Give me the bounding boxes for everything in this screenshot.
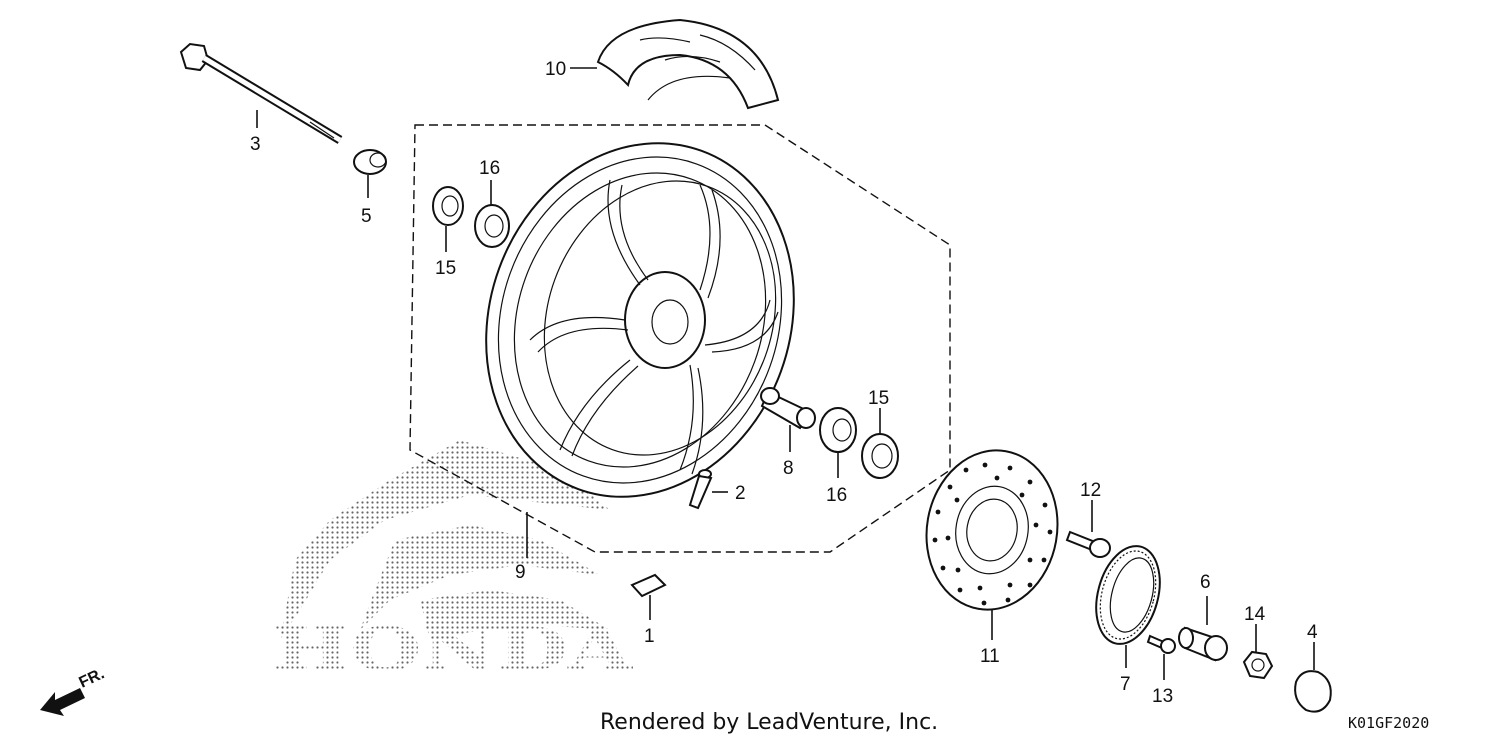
honda-wing-watermark xyxy=(280,440,610,640)
callout-12: 12 xyxy=(1080,480,1101,501)
collar[interactable] xyxy=(353,149,387,175)
valve-stem[interactable] xyxy=(688,469,713,510)
callout-11: 11 xyxy=(980,646,1000,667)
honda-watermark-text: HONDA xyxy=(272,615,634,685)
pulser-screw[interactable] xyxy=(1146,634,1176,654)
bearing-lower-15[interactable] xyxy=(861,433,899,479)
callout-5: 5 xyxy=(361,206,372,227)
bearing-lower-16[interactable] xyxy=(819,407,857,453)
callout-16-upper: 16 xyxy=(479,158,500,179)
distance-collar[interactable] xyxy=(760,387,816,430)
callout-3: 3 xyxy=(250,134,261,155)
callout-14: 14 xyxy=(1244,604,1266,625)
credit-text: Rendered by LeadVenture, Inc. xyxy=(600,710,939,735)
front-direction-arrow-icon xyxy=(40,688,85,716)
assembly-outline xyxy=(409,124,951,553)
brake-disc[interactable] xyxy=(914,440,1070,620)
callout-1: 1 xyxy=(644,626,655,647)
pulser-ring[interactable] xyxy=(1086,539,1170,651)
callout-10: 10 xyxy=(545,59,566,80)
leader-lines xyxy=(256,67,1315,680)
callout-6: 6 xyxy=(1200,572,1211,593)
axle-bolt[interactable] xyxy=(179,42,343,144)
callout-13: 13 xyxy=(1152,686,1173,707)
callout-15-upper: 15 xyxy=(435,258,456,279)
side-collar[interactable] xyxy=(1178,626,1228,662)
front-direction-label: FR. xyxy=(77,665,108,691)
clip[interactable] xyxy=(630,573,667,598)
wheel[interactable] xyxy=(437,100,842,541)
callout-16-lower: 16 xyxy=(826,485,847,506)
callout-8: 8 xyxy=(783,458,794,479)
callout-15-lower: 15 xyxy=(868,388,889,409)
diagram-code: K01GF2020 xyxy=(1348,714,1430,732)
cap-nut[interactable] xyxy=(1294,670,1332,713)
bearing-upper-15[interactable] xyxy=(432,186,464,226)
callout-4: 4 xyxy=(1307,622,1318,643)
callout-7: 7 xyxy=(1120,674,1131,695)
axle-nut[interactable] xyxy=(1242,650,1274,680)
callout-9: 9 xyxy=(515,562,526,583)
disc-bolt[interactable] xyxy=(1065,530,1111,558)
bearing-upper-16[interactable] xyxy=(474,204,510,248)
callout-2: 2 xyxy=(735,483,746,504)
tire-section[interactable] xyxy=(596,18,780,110)
